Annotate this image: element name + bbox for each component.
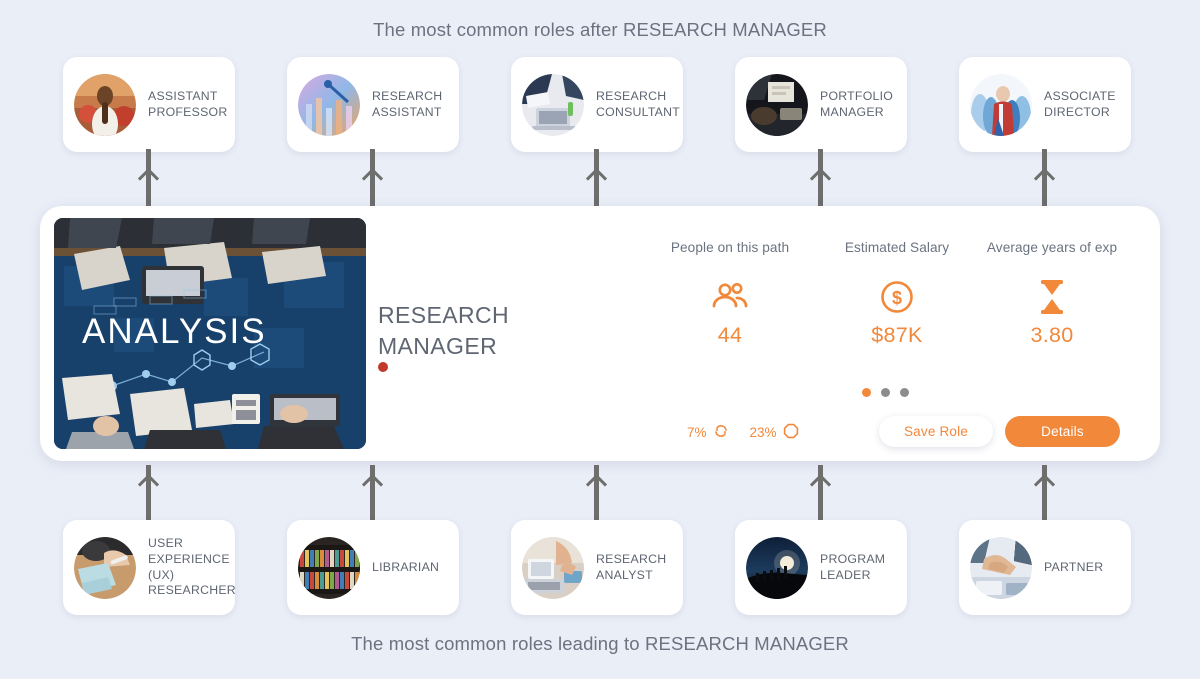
- role-label: PROGRAM LEADER: [820, 551, 886, 582]
- stat-value: 3.80: [1030, 323, 1074, 347]
- research-analyst-photo: [522, 536, 584, 599]
- role-status-dot: [378, 362, 388, 372]
- stat-label: People on this path: [670, 240, 790, 255]
- role-card-research-analyst[interactable]: RESEARCH ANALYST: [511, 520, 683, 615]
- librarian-photo: [298, 536, 360, 599]
- partner-photo: [970, 536, 1032, 599]
- role-card-librarian[interactable]: LIBRARIAN: [287, 520, 459, 615]
- assistant-professor-photo: [74, 73, 136, 136]
- arrow-up-icon: [809, 473, 832, 496]
- connector-arrow-up-7: [361, 465, 384, 527]
- arrow-up-icon: [1033, 167, 1056, 190]
- percent-value: 7%: [687, 425, 707, 440]
- heading-roles-before: The most common roles leading to RESEARC…: [351, 633, 849, 654]
- connector-arrow-up-8: [585, 465, 608, 527]
- svg-text:ANALYSIS: ANALYSIS: [82, 312, 267, 351]
- percent-metric-octagon: 23%: [750, 423, 799, 442]
- role-label: LIBRARIAN: [372, 559, 440, 574]
- percent-metric-refresh: 7%: [687, 423, 729, 442]
- connector-arrow-up-2: [361, 149, 384, 210]
- role-card-ux-researcher[interactable]: USER EXPERIENCE (UX) RESEARCHER: [63, 520, 236, 615]
- connector-arrow-up-1: [137, 149, 160, 210]
- arrow-up-icon: [361, 473, 384, 496]
- connector-arrow-up-10: [1033, 465, 1056, 527]
- connector-arrow-up-6: [137, 465, 160, 527]
- percent-metrics: 7% 23%: [687, 423, 799, 442]
- role-label: RESEARCH ANALYST: [596, 551, 667, 582]
- role-label: RESEARCH CONSULTANT: [596, 88, 681, 119]
- arrow-up-icon: [137, 167, 160, 190]
- percent-value: 23%: [749, 425, 777, 440]
- heading-roles-after: The most common roles after RESEARCH MAN…: [373, 19, 827, 40]
- program-leader-photo: [746, 536, 808, 599]
- svg-text:$: $: [892, 288, 902, 308]
- stat-label: Average years of exp: [986, 240, 1118, 255]
- role-label: RESEARCH ASSISTANT: [372, 88, 443, 119]
- research-assistant-photo: [298, 73, 360, 136]
- connector-arrow-up-5: [1033, 149, 1056, 210]
- pager-dot-1[interactable]: [862, 388, 871, 397]
- stat-estimated-salary: Estimated Salary $ $87K: [817, 240, 977, 348]
- details-button[interactable]: Details: [1005, 416, 1120, 447]
- stat-people-on-path: People on this path 44: [650, 240, 810, 348]
- arrow-up-icon: [1033, 473, 1056, 496]
- arrow-up-icon: [585, 473, 608, 496]
- stat-value: 44: [717, 323, 743, 347]
- carousel-pager[interactable]: [862, 388, 909, 397]
- connector-arrow-up-4: [809, 149, 832, 210]
- role-card-program-leader[interactable]: PROGRAM LEADER: [735, 520, 907, 615]
- stat-label: Estimated Salary: [844, 240, 950, 255]
- connector-arrow-up-3: [585, 149, 608, 210]
- save-role-button[interactable]: Save Role: [879, 416, 993, 447]
- portfolio-manager-photo: [746, 73, 808, 136]
- associate-director-photo: [970, 73, 1032, 136]
- role-label: USER EXPERIENCE (UX) RESEARCHER: [148, 536, 236, 598]
- arrow-up-icon: [361, 167, 384, 190]
- role-card-portfolio-manager[interactable]: PORTFOLIO MANAGER: [735, 57, 907, 152]
- current-role-card: ANALYSIS: [40, 206, 1160, 461]
- hero-image-analysis: ANALYSIS: [54, 218, 366, 449]
- stat-average-years-exp: Average years of exp 3.80: [972, 240, 1132, 348]
- pager-dot-3[interactable]: [900, 388, 909, 397]
- people-icon: [650, 277, 810, 317]
- role-card-research-consultant[interactable]: RESEARCH CONSULTANT: [511, 57, 683, 152]
- role-card-research-assistant[interactable]: RESEARCH ASSISTANT: [287, 57, 459, 152]
- role-label: PARTNER: [1044, 559, 1104, 574]
- refresh-cycle-icon: [713, 423, 729, 442]
- arrow-up-icon: [137, 473, 160, 496]
- stat-value: $87K: [871, 323, 923, 347]
- role-card-assistant-professor[interactable]: ASSISTANT PROFESSOR: [63, 57, 235, 152]
- role-card-partner[interactable]: PARTNER: [959, 520, 1131, 615]
- octagon-outline-icon: [783, 423, 799, 442]
- connector-arrow-up-9: [809, 465, 832, 527]
- role-card-associate-director[interactable]: ASSOCIATE DIRECTOR: [959, 57, 1131, 152]
- hourglass-icon: [972, 277, 1132, 317]
- current-role-title: RESEARCH MANAGER: [378, 302, 510, 359]
- role-label: PORTFOLIO MANAGER: [820, 88, 894, 119]
- role-label: ASSISTANT PROFESSOR: [148, 88, 228, 119]
- role-label: ASSOCIATE DIRECTOR: [1044, 88, 1116, 119]
- pager-dot-2[interactable]: [881, 388, 890, 397]
- arrow-up-icon: [585, 167, 608, 190]
- dollar-circle-icon: $: [817, 277, 977, 317]
- ux-researcher-photo: [74, 536, 136, 599]
- arrow-up-icon: [809, 167, 832, 190]
- research-consultant-photo: [522, 73, 584, 136]
